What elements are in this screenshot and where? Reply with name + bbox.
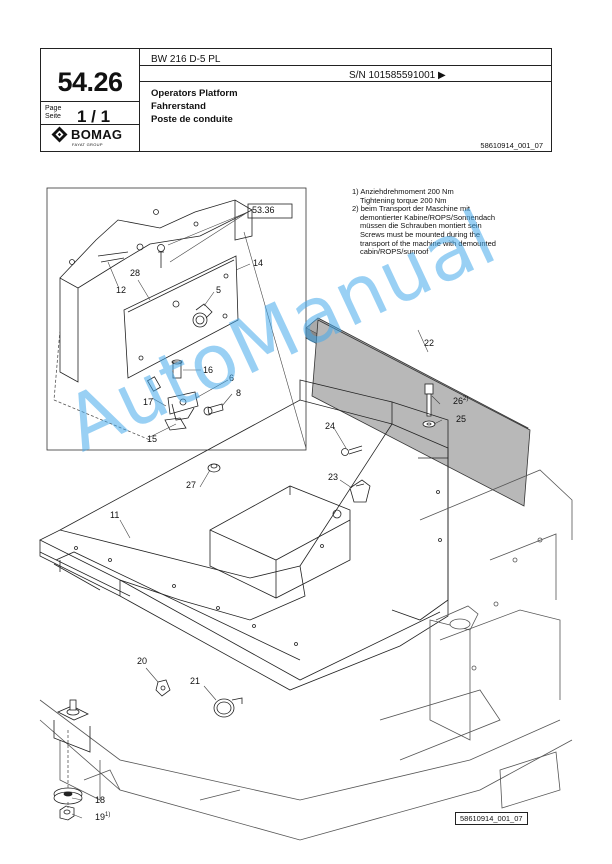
bolt-part <box>422 383 436 428</box>
callout-25: 25 <box>456 414 467 424</box>
figure-reference: 58610914_001_07 <box>455 812 528 825</box>
note-line: 2) beim Transport der Maschine mit <box>352 204 470 214</box>
note-line: cabin/ROPS/sunroof <box>360 247 429 257</box>
callout-17: 17 <box>143 397 154 407</box>
clamp-part <box>349 479 371 503</box>
title-en: Operators Platform <box>151 88 238 99</box>
mount-washer-part <box>53 787 83 805</box>
drawing-reference: 58610914_001_07 <box>480 141 543 150</box>
chassis-part <box>39 469 573 841</box>
title-fr: Poste de conduite <box>151 114 233 125</box>
callout-14: 14 <box>253 258 264 268</box>
reference-box <box>247 203 293 219</box>
reference-link[interactable]: 53.36 <box>252 205 275 215</box>
mounting-plate-part <box>123 255 239 379</box>
leader-lines <box>107 211 251 438</box>
inner-box-part <box>209 485 351 599</box>
bracket-part <box>146 359 224 431</box>
platform-frame-part <box>39 379 449 691</box>
dashed-guide <box>53 329 151 441</box>
note-line: demontierter Kabine/ROPS/Sonnendach <box>360 212 496 222</box>
callout-26: 262) <box>453 396 469 406</box>
callout-19: 191) <box>95 812 111 822</box>
divider <box>41 101 139 102</box>
title-de: Fahrerstand <box>151 101 206 112</box>
callout-22: 22 <box>424 338 435 348</box>
serial-number: S/N 101585591001 ▶ <box>349 70 446 81</box>
callout-24: 24 <box>325 421 336 431</box>
grommet-part <box>207 463 221 473</box>
callout-8: 8 <box>236 388 242 398</box>
divider <box>139 65 552 66</box>
callout-18: 18 <box>95 795 106 805</box>
divider <box>41 124 139 125</box>
panel-face-part <box>311 319 531 507</box>
page-label: Page <box>45 105 62 112</box>
callout-26-note: 2) <box>463 396 469 402</box>
hose-clamp-part <box>213 697 243 718</box>
note-line: Tightening torque 200 Nm <box>360 195 447 205</box>
screw-part <box>157 244 165 268</box>
callout-23: 23 <box>328 472 339 482</box>
callout-19-note: 1) <box>105 812 111 818</box>
page-number: 54.26 <box>57 67 123 97</box>
note-line: 1) Anziehdrehmoment 200 Nm <box>352 187 454 196</box>
seite-label: Seite <box>45 113 61 120</box>
callout-27: 27 <box>186 480 197 490</box>
side-panel-part <box>59 199 253 383</box>
callout-16: 16 <box>203 365 214 375</box>
note-line: transport of the machine with demounted <box>360 238 496 248</box>
leader-lines <box>71 231 443 819</box>
callout-20: 20 <box>137 656 148 666</box>
callout-5: 5 <box>216 285 222 295</box>
exploded-view-drawing <box>39 187 573 841</box>
callout-15: 15 <box>147 434 158 444</box>
nut-part <box>59 805 75 821</box>
side-wall-part <box>391 423 449 621</box>
logo-text: BOMAG <box>71 127 123 142</box>
divider <box>139 81 552 82</box>
bomag-logo-icon <box>51 126 68 143</box>
screw-part <box>341 445 363 456</box>
callout-11: 11 <box>110 510 120 520</box>
logo-subtitle: FAYAT GROUP <box>72 142 103 147</box>
engine-mount-part <box>53 699 91 753</box>
callout-28: 28 <box>130 268 141 278</box>
model-label: BW 216 D-5 PL <box>151 54 221 65</box>
note-line: Screws must be mounted during the <box>360 229 481 239</box>
callout-12: 12 <box>116 285 127 295</box>
rubber-mount-part <box>155 679 171 697</box>
header-block: BW 216 D-5 PL S/N 101585591001 ▶ 54.26 P… <box>40 48 552 152</box>
notes-block: 1) Anziehdrehmoment 200 Nm Tightening to… <box>352 187 532 257</box>
page-value: 1 / 1 <box>77 107 111 126</box>
divider <box>139 49 140 152</box>
detail-inset-frame <box>46 187 307 451</box>
callout-6: 6 <box>229 373 235 383</box>
callout-21: 21 <box>190 676 201 686</box>
note-line: müssen die Schrauben montiert sein <box>360 221 482 231</box>
